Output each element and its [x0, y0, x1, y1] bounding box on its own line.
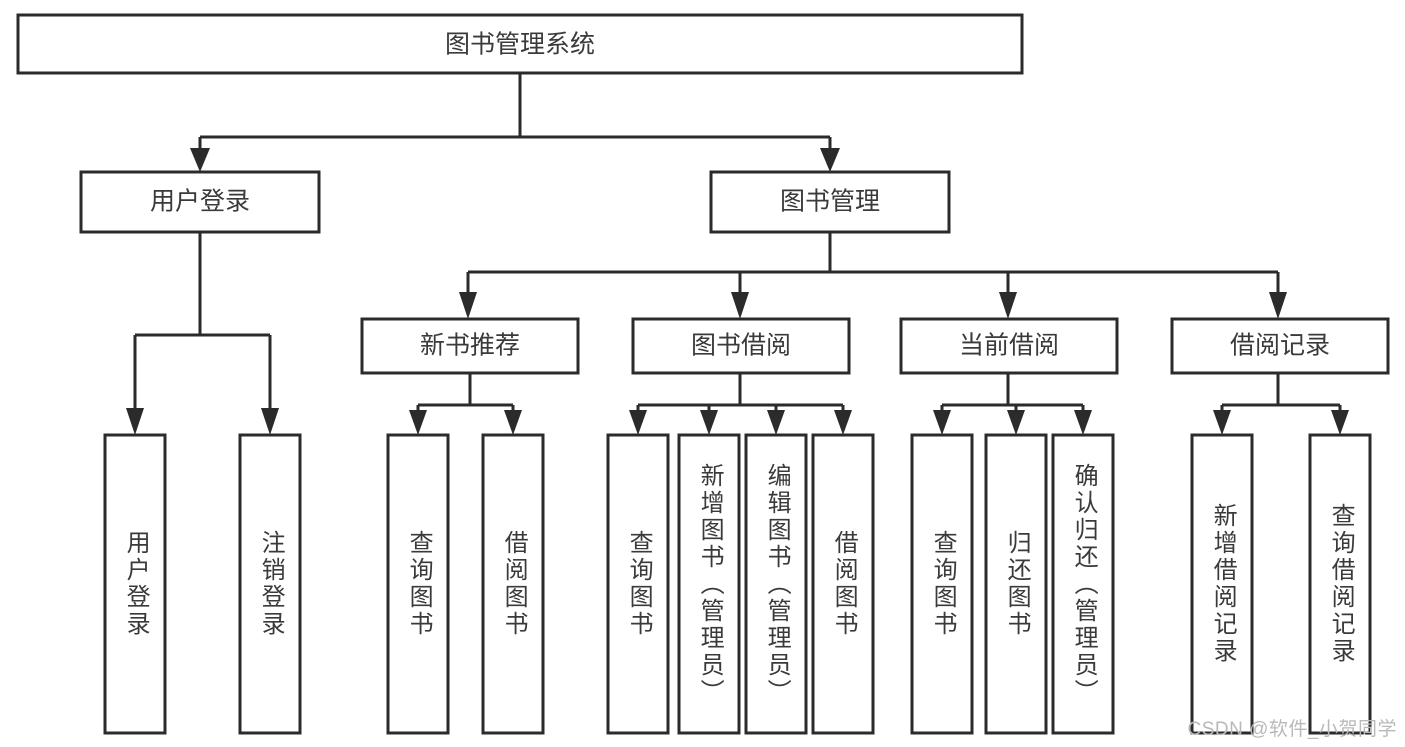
arrow-head-leaf-query-borrow-record — [1331, 410, 1349, 435]
arrow-head-user-login — [190, 148, 210, 172]
node-borrow-record[interactable]: 借阅记录 — [1170, 317, 1390, 375]
node-current-borrow[interactable]: 当前借阅 — [899, 317, 1119, 375]
connector-group-root — [190, 73, 840, 172]
leaf-box-query-book-current[interactable] — [910, 433, 974, 735]
arrow-head-leaf-user-login — [126, 408, 144, 435]
connector-group-current-borrow — [933, 373, 1092, 435]
connector-group-user-login — [126, 232, 279, 435]
node-book-borrow-box[interactable] — [631, 317, 851, 375]
node-user-login[interactable]: 用户登录 — [79, 170, 321, 234]
node-book-borrow-label: 图书借阅 — [691, 332, 791, 360]
arrow-head-leaf-borrow-book — [834, 410, 852, 435]
node-book-manage[interactable]: 图书管理 — [709, 170, 951, 234]
leaf-box-return-book[interactable] — [984, 433, 1048, 735]
arrow-head-leaf-add-borrow-record — [1213, 410, 1231, 435]
node-current-borrow-box[interactable] — [899, 317, 1119, 375]
node-book-borrow[interactable]: 图书借阅 — [631, 317, 851, 375]
leaf-box-query-book-recommend[interactable] — [386, 433, 450, 735]
leaf-box-user-login[interactable] — [103, 433, 167, 735]
arrow-head-borrow-record — [1269, 292, 1287, 319]
leaf-box-edit-book[interactable] — [744, 433, 808, 735]
arrow-head-book-manage — [820, 148, 840, 172]
leaf-boxes-group — [103, 433, 1372, 735]
node-book-manage-label: 图书管理 — [780, 188, 880, 216]
arrow-head-leaf-query-book-recommend — [409, 410, 427, 435]
node-new-book-recommend[interactable]: 新书推荐 — [360, 317, 580, 375]
leaf-box-user-logout[interactable] — [238, 433, 302, 735]
leaf-box-add-book[interactable] — [677, 433, 741, 735]
node-new-book-recommend-box[interactable] — [360, 317, 580, 375]
node-borrow-record-box[interactable] — [1170, 317, 1390, 375]
node-user-login-label: 用户登录 — [150, 188, 250, 216]
leaf-box-query-book-borrow[interactable] — [606, 433, 670, 735]
arrow-head-leaf-add-book — [700, 410, 718, 435]
arrow-head-leaf-edit-book — [767, 410, 785, 435]
arrow-head-leaf-confirm-return — [1074, 410, 1092, 435]
node-borrow-record-label: 借阅记录 — [1230, 332, 1330, 360]
arrow-head-current-borrow — [999, 292, 1017, 319]
node-root[interactable]: 图书管理系统 — [16, 13, 1024, 75]
connector-group-book-borrow — [629, 373, 852, 435]
node-new-book-recommend-label: 新书推荐 — [420, 332, 520, 360]
node-book-manage-box[interactable] — [709, 170, 951, 234]
arrow-head-leaf-borrow-book-recommend — [504, 410, 522, 435]
node-user-login-box[interactable] — [79, 170, 321, 234]
leaf-box-borrow-book[interactable] — [811, 433, 875, 735]
arrow-head-leaf-user-logout — [261, 408, 279, 435]
arrow-head-leaf-return-book — [1007, 410, 1025, 435]
arrow-head-new-book-recommend — [459, 292, 477, 319]
leaf-box-add-borrow-record[interactable] — [1190, 433, 1254, 735]
connector-group-book-manage — [459, 232, 1287, 319]
leaf-box-borrow-book-recommend[interactable] — [481, 433, 545, 735]
node-current-borrow-label: 当前借阅 — [959, 332, 1059, 360]
csdn-watermark: CSDN @软件_小贺同学 — [1187, 719, 1397, 740]
arrow-head-book-borrow — [731, 292, 749, 319]
node-root-box[interactable] — [16, 13, 1024, 75]
arrow-head-leaf-query-book-borrow — [629, 410, 647, 435]
leaf-box-query-borrow-record[interactable] — [1308, 433, 1372, 735]
connector-group-borrow-record — [1213, 373, 1349, 435]
connector-group-new-book-recommend — [409, 373, 522, 435]
arrow-head-leaf-query-book-current — [933, 410, 951, 435]
node-root-label: 图书管理系统 — [445, 31, 595, 59]
leaf-box-confirm-return[interactable] — [1051, 433, 1115, 735]
